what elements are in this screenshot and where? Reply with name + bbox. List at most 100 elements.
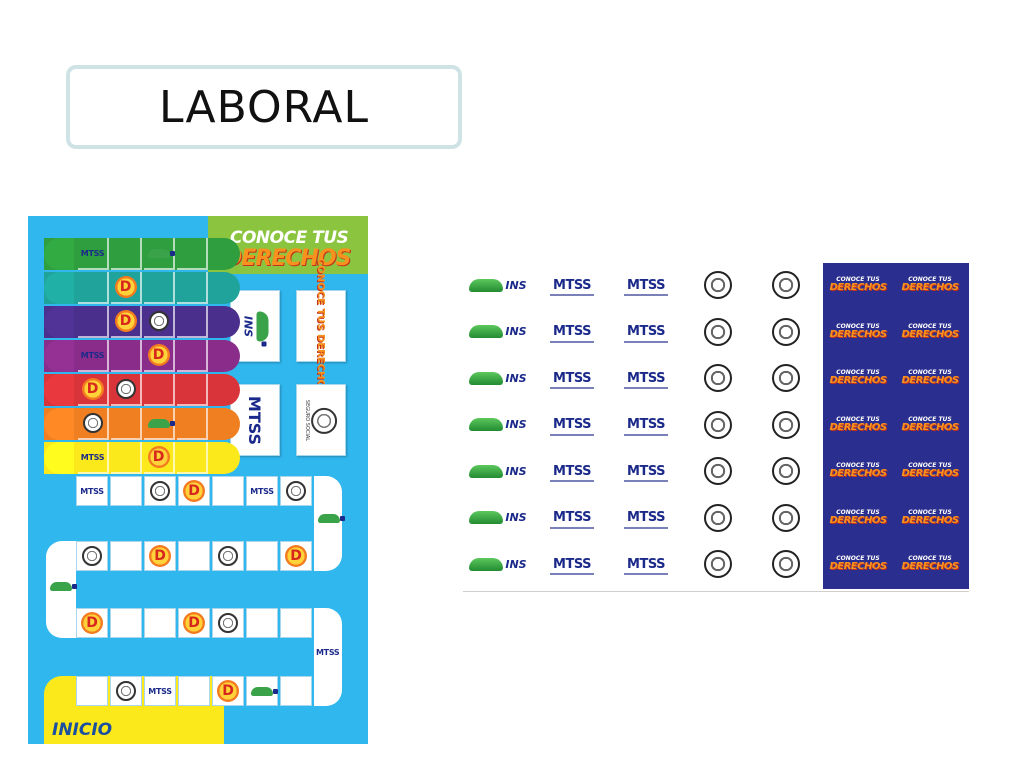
sticker-mtss-label: MTSS [553, 277, 591, 293]
seguro-social-seal-icon [218, 546, 238, 566]
board-square: D [144, 442, 175, 474]
card-derechos: CONOCE TUS DERECHOS [296, 257, 346, 395]
card-seguro-social: SEGURO SOCIAL [296, 384, 346, 456]
ins-logo-icon [469, 511, 504, 524]
seguro-social-seal-icon [772, 550, 800, 578]
seguro-social-seal-icon [772, 271, 800, 299]
sticker-ins: INS [465, 267, 531, 303]
curve-icon-holder: MTSS [316, 648, 340, 657]
sticker-seguro-social [685, 546, 751, 582]
board-square [111, 408, 142, 440]
board-square [177, 306, 208, 338]
sticker-mtss-label: MTSS [553, 324, 591, 339]
mtss-subtitle-line [550, 573, 594, 575]
sticker-seguro-social [753, 500, 819, 536]
mtss-subtitle-line [624, 387, 668, 389]
sticker-conoce-line1: CONOCE TUS [836, 508, 880, 516]
sticker-conoce-line1: CONOCE TUS [908, 555, 952, 562]
slide-title: LABORAL [158, 81, 370, 133]
sticker-seguro-social [685, 267, 751, 303]
track-square [178, 676, 210, 706]
track-square [212, 608, 244, 638]
track-square [110, 676, 142, 706]
seguro-social-seal-icon [704, 457, 732, 485]
mtss-subtitle-line [550, 387, 594, 389]
sticker-mtss: MTSS [539, 314, 605, 350]
board-square [177, 272, 208, 304]
track-square [110, 541, 142, 571]
sticker-mtss-label: MTSS [627, 324, 665, 339]
seguro-social-seal-icon [704, 271, 732, 299]
sticker-mtss: MTSS [613, 360, 679, 396]
sticker-conoce-line2: DERECHOS [901, 328, 959, 340]
track-square [144, 476, 176, 506]
sticker-conoce-line2: DERECHOS [829, 561, 887, 572]
mtss-subtitle-line [550, 480, 594, 482]
ins-logo-icon [251, 686, 278, 696]
card-seguro-social-label: SEGURO SOCIAL [304, 399, 311, 441]
track-square [246, 541, 278, 571]
sticker-conoce-line1: CONOCE TUS [836, 462, 880, 469]
derechos-d-icon: D [114, 310, 137, 332]
band-lead-cap [44, 442, 74, 474]
sticker-conoce-line2: DERECHOS [829, 514, 887, 526]
mtss-logo-icon: MTSS [80, 350, 105, 360]
seguro-social-seal-icon [772, 457, 800, 485]
sticker-mtss-label: MTSS [627, 370, 665, 386]
derechos-d-icon: D [147, 344, 170, 366]
derechos-d-icon: D [81, 378, 104, 400]
sticker-ins: INS [465, 360, 531, 396]
board-square: D [111, 306, 142, 338]
sticker-sheet-blue-panel [823, 263, 969, 589]
sticker-ins-label: INS [505, 418, 527, 431]
track-square [280, 476, 312, 506]
board-square [111, 340, 142, 372]
derechos-d-icon: D [217, 680, 239, 702]
sticker-conoce-line1: CONOCE TUS [908, 276, 952, 283]
ins-logo-icon [469, 418, 504, 431]
seguro-social-seal-icon [704, 550, 732, 578]
track-square: D [178, 476, 210, 506]
track-square [280, 676, 312, 706]
board-square [144, 272, 175, 304]
sticker-mtss-label: MTSS [553, 510, 591, 525]
track-square: D [178, 608, 210, 638]
sticker-ins: INS [465, 500, 531, 536]
sticker-mtss: MTSS [539, 407, 605, 443]
track-square: D [144, 541, 176, 571]
seguro-social-seal-icon [772, 503, 800, 532]
ins-logo-icon [147, 418, 175, 428]
sticker-ins-label: INS [505, 371, 527, 385]
board-header-line2: DERECHOS [224, 246, 351, 271]
curve-icon-holder [50, 582, 77, 591]
derechos-d-icon: D [183, 612, 205, 634]
track-square: MTSS [76, 476, 108, 506]
board-band-3: D [44, 306, 240, 338]
ins-logo-icon [50, 582, 77, 591]
mtss-logo-icon: MTSS [80, 452, 105, 462]
sticker-seguro-social [685, 500, 751, 536]
derechos-d-icon: D [147, 446, 170, 468]
seguro-social-seal-icon [704, 317, 732, 346]
seguro-social-seal-icon [311, 407, 338, 433]
board-band-2: D [44, 272, 240, 304]
sticker-mtss: MTSS [613, 407, 679, 443]
seguro-social-seal-icon [148, 311, 169, 331]
sticker-ins: INS [465, 453, 531, 489]
game-board: CONOCE TUS DERECHOS INS CONOCE TUS DEREC… [28, 216, 368, 744]
board-square: MTSS [78, 340, 109, 372]
sticker-conoce-line1: CONOCE TUS [836, 415, 880, 423]
sticker-conoce-line2: DERECHOS [829, 375, 887, 386]
board-square [177, 408, 208, 440]
sticker-ins-label: INS [505, 278, 527, 292]
mtss-subtitle-line [550, 433, 594, 436]
track-square [246, 608, 278, 638]
